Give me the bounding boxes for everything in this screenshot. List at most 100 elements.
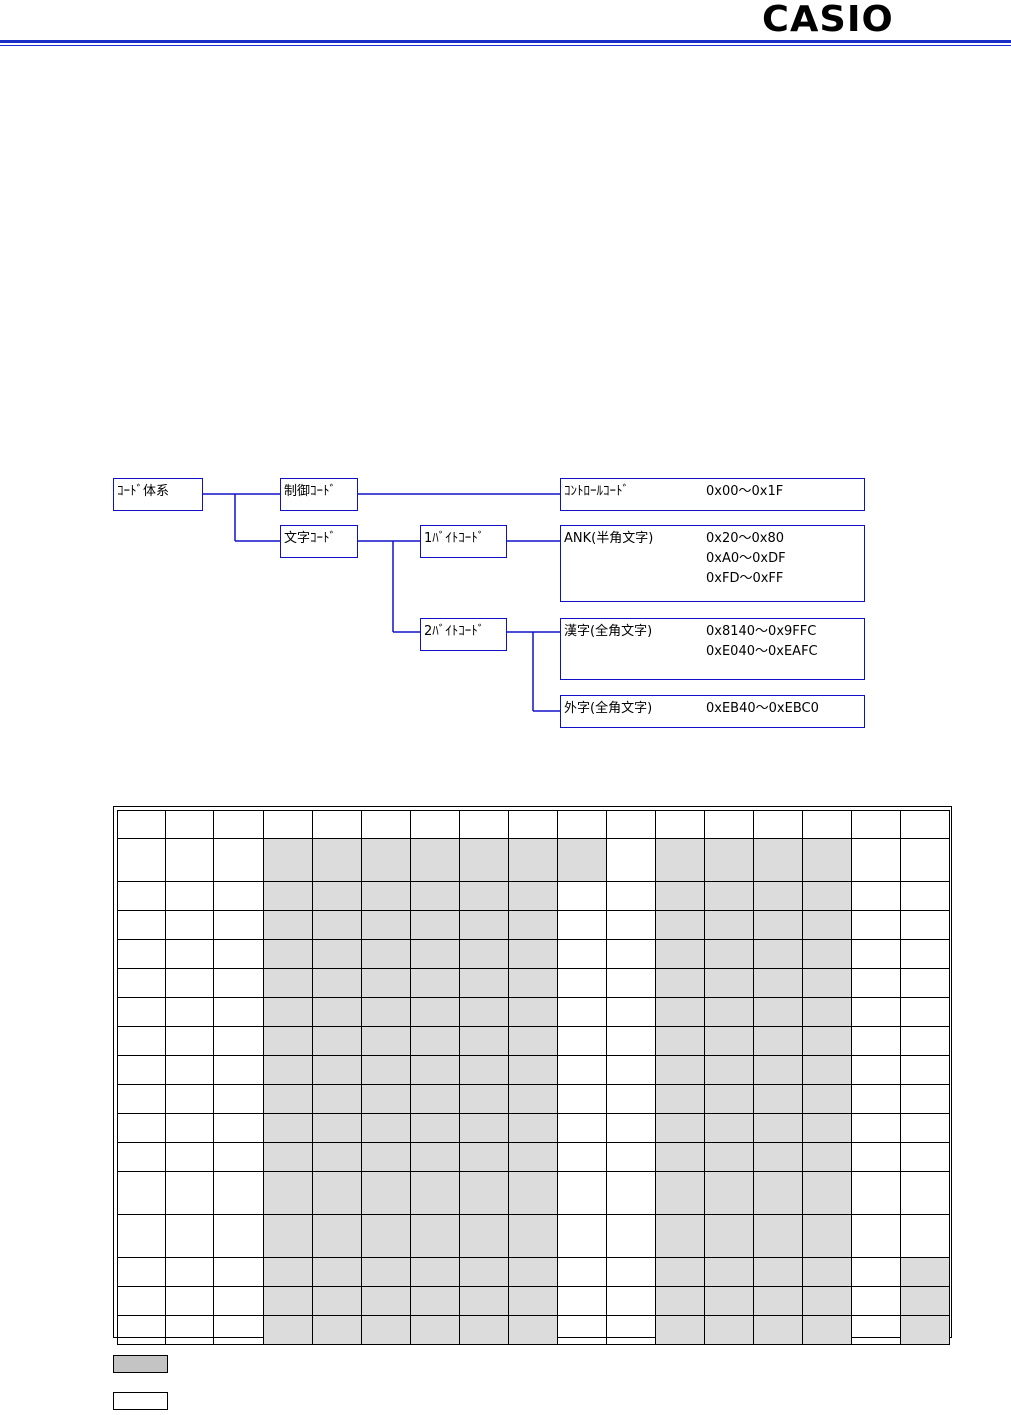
table-row [117,939,950,969]
table-cell [459,1257,509,1287]
table-cell [508,1214,558,1258]
table-cell [459,997,509,1027]
table-cell [410,1315,460,1345]
table-cell [753,939,803,969]
table-cell [117,939,166,969]
table-cell [312,881,362,911]
table-cell [361,939,411,969]
table-cell [606,1257,656,1287]
table-cell [606,1286,656,1316]
table-cell [508,1026,558,1056]
table-cell [655,1171,705,1215]
table-cell [802,910,852,940]
table-cell [753,1315,803,1345]
table-cell [753,810,803,839]
node-control-code: 制御ｺｰﾄﾞ [280,478,358,511]
table-cell [410,1142,460,1172]
node-double-byte: 2ﾊﾞｲﾄｺｰﾄﾞ [420,618,507,651]
table-cell [459,1026,509,1056]
table-cell [410,881,460,911]
table-cell [459,968,509,998]
table-cell [165,1084,214,1114]
leaf-control-code: ｺﾝﾄﾛｰﾙｺｰﾄﾞ 0x00〜0x1F [560,478,865,511]
table-cell [263,1257,313,1287]
table-cell [117,1315,166,1345]
table-row [117,1113,950,1143]
table-cell [312,810,362,839]
table-cell [117,1113,166,1143]
table-cell [165,910,214,940]
table-cell [459,838,509,882]
table-cell [263,1214,313,1258]
table-cell [361,810,411,839]
table-cell [802,881,852,911]
table-cell [508,1113,558,1143]
table-cell [704,1026,754,1056]
table-cell [606,881,656,911]
table-cell [851,1257,901,1287]
table-cell [263,1142,313,1172]
table-cell [606,910,656,940]
table-cell [900,1286,950,1316]
table-cell [851,1113,901,1143]
table-cell [704,1257,754,1287]
leaf-control-code-ranges: 0x00〜0x1F [706,482,783,502]
table-cell [117,1171,166,1215]
table-cell [165,1026,214,1056]
table-cell [802,1214,852,1258]
table-cell [900,810,950,839]
table-cell [557,939,607,969]
table-cell [900,1257,950,1287]
table-cell [802,1171,852,1215]
table-cell [263,939,313,969]
table-cell [802,838,852,882]
table-cell [704,997,754,1027]
table-cell [655,1142,705,1172]
table-cell [655,1026,705,1056]
leaf-gaiji-label: 外字(全角文字) [564,701,653,716]
table-cell [117,1084,166,1114]
table-cell [802,997,852,1027]
table-cell [508,1142,558,1172]
table-cell [851,810,901,839]
table-cell [213,1113,264,1143]
table-cell [410,997,460,1027]
table-cell [606,1315,656,1345]
table-cell [606,1171,656,1215]
table-cell [213,968,264,998]
table-cell [704,910,754,940]
table-cell [704,1286,754,1316]
node-code-system: ｺｰﾄﾞ体系 [113,478,203,511]
table-cell [312,939,362,969]
table-cell [410,1171,460,1215]
table-cell [753,1026,803,1056]
table-cell [900,1055,950,1085]
table-cell [312,1026,362,1056]
code-range: 0xA0〜0xDF [706,551,786,566]
table-cell [213,1315,264,1345]
table-cell [606,1142,656,1172]
leaf-gaiji: 外字(全角文字) 0xEB40〜0xEBC0 [560,695,865,728]
table-cell [459,939,509,969]
code-range: 0xEB40〜0xEBC0 [706,701,819,716]
table-cell [263,1113,313,1143]
legend-white-swatch [113,1392,168,1410]
table-cell [557,1113,607,1143]
table-cell [213,997,264,1027]
table-cell [117,910,166,940]
table-cell [508,838,558,882]
table-cell [900,1315,950,1345]
table-cell [851,1055,901,1085]
code-range: 0xE040〜0xEAFC [706,644,818,659]
table-cell [213,1026,264,1056]
table-cell [900,1084,950,1114]
table-cell [410,1113,460,1143]
table-cell [606,968,656,998]
table-cell [213,1257,264,1287]
table-cell [557,1214,607,1258]
table-cell [900,1113,950,1143]
table-cell [117,1026,166,1056]
table-cell [213,910,264,940]
table-cell [753,1286,803,1316]
table-cell [655,1055,705,1085]
